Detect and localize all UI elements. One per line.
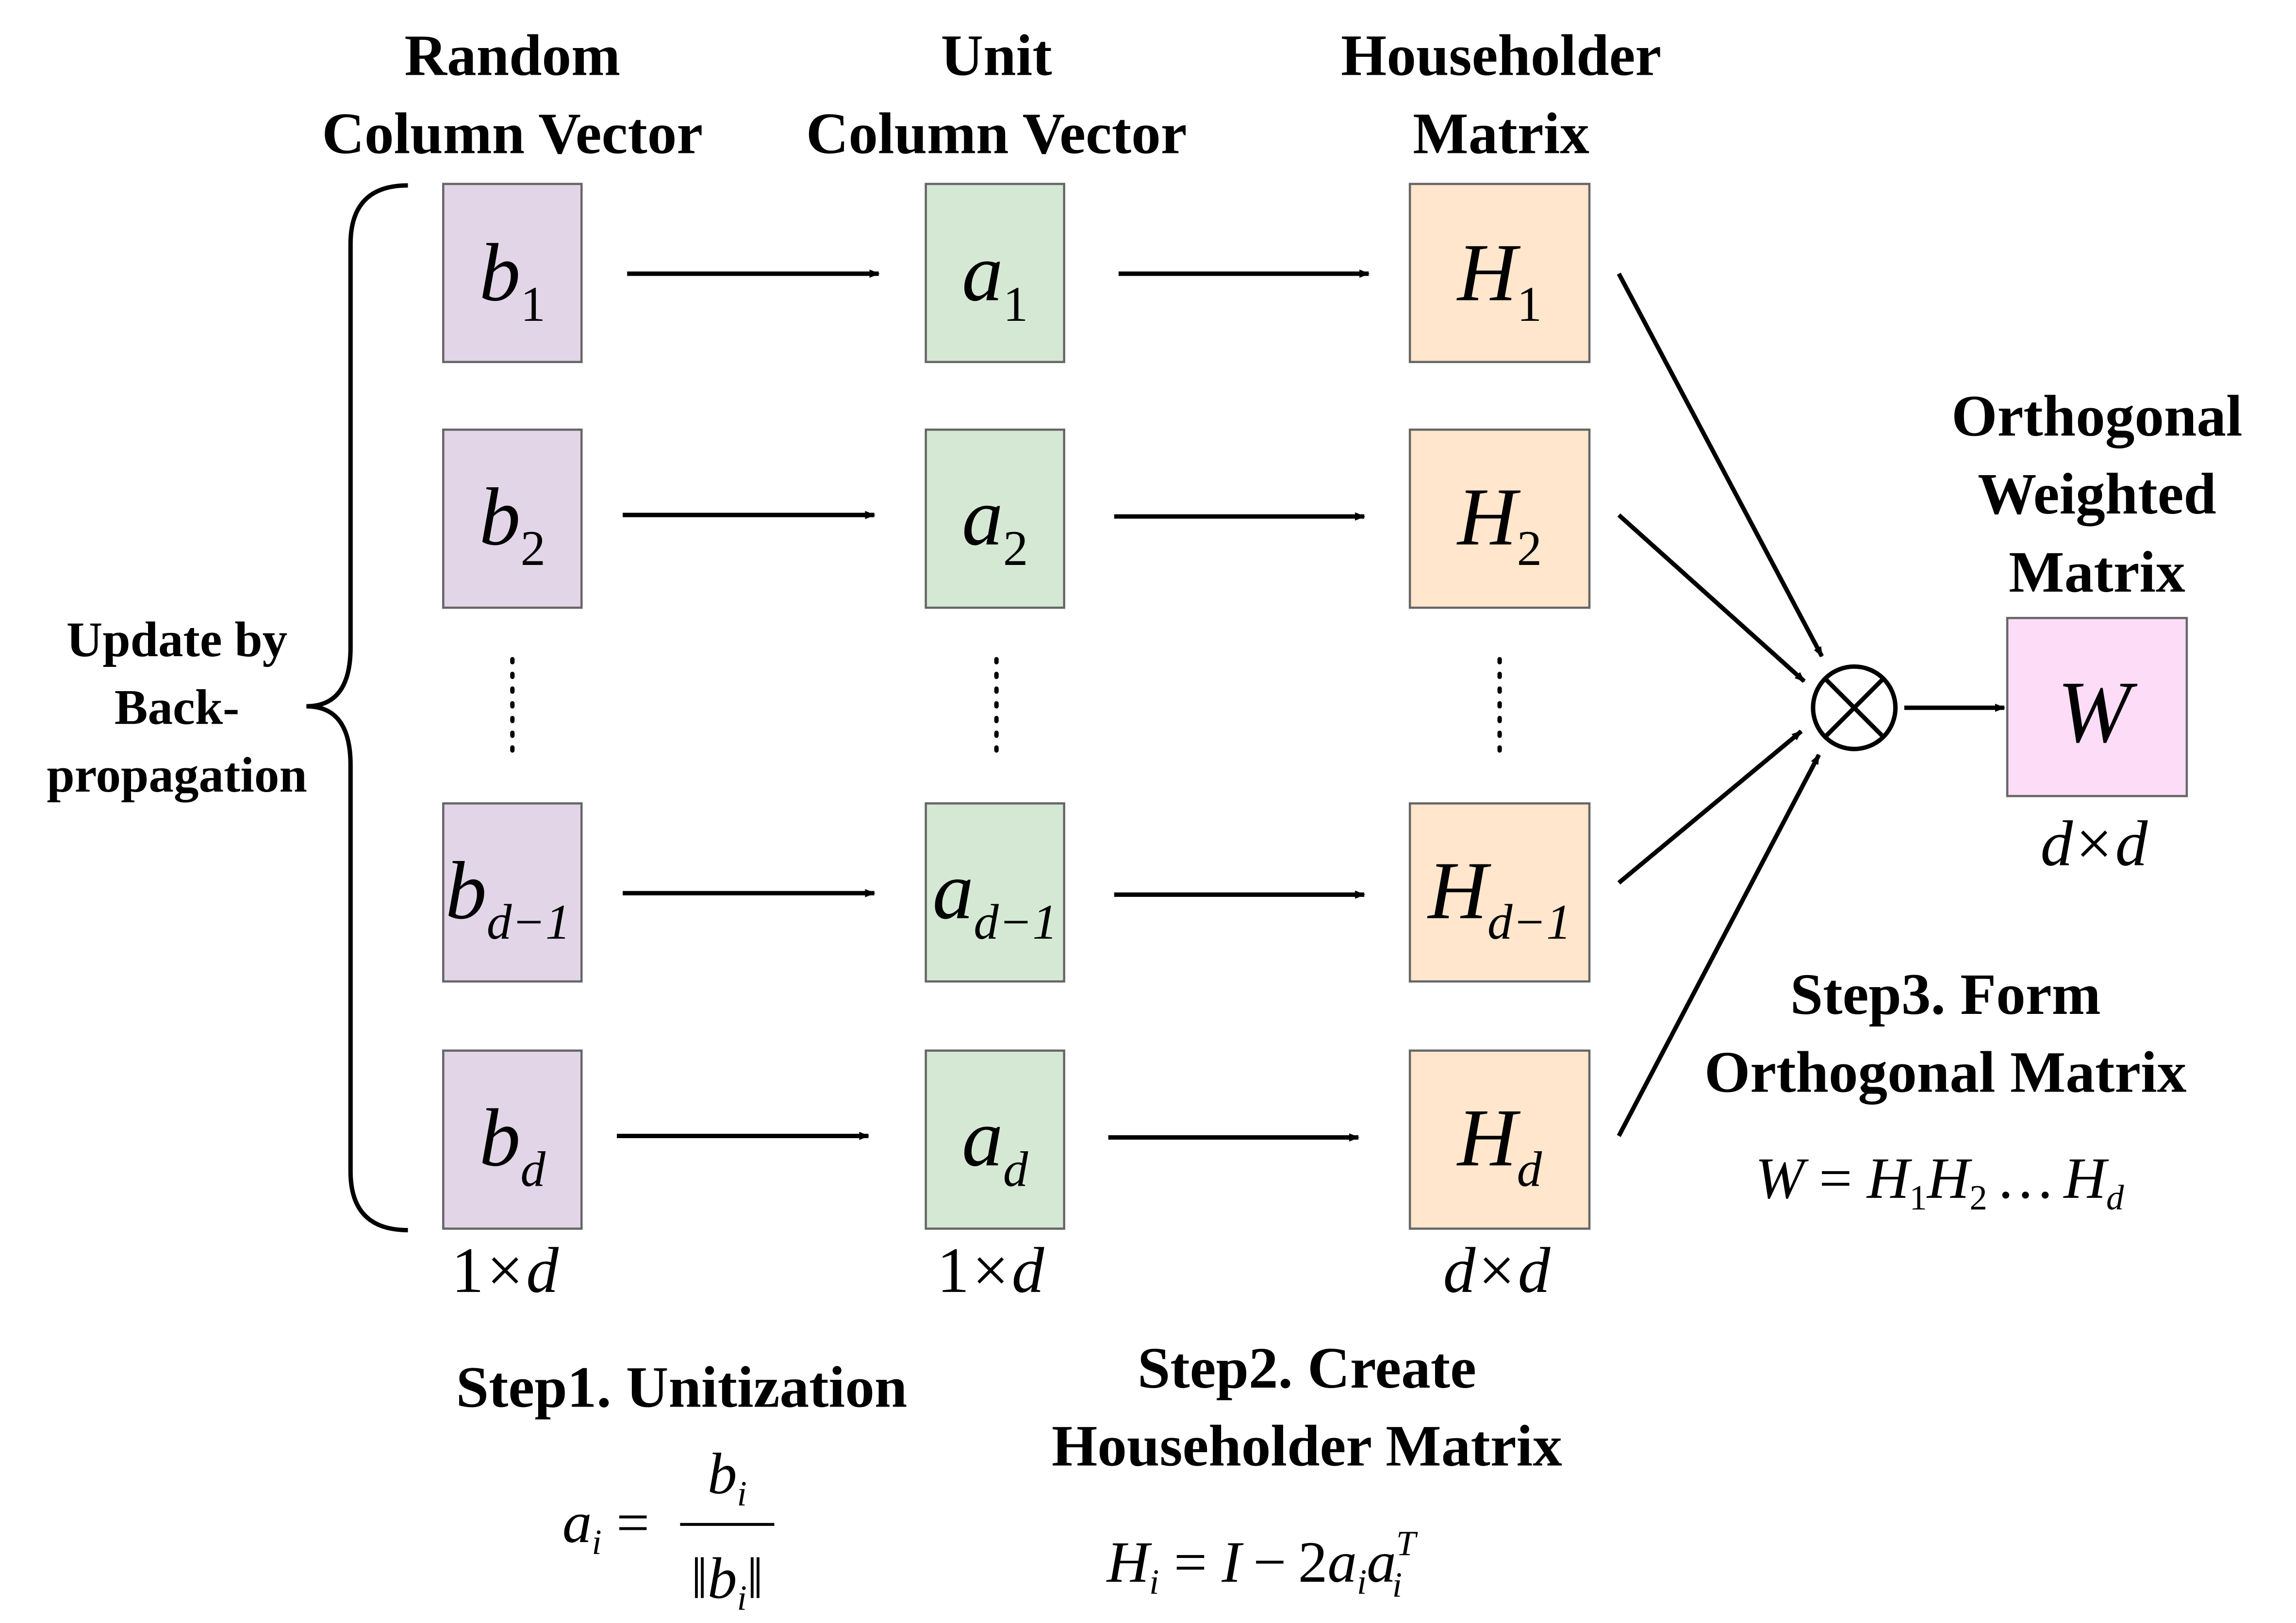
random-vector-symbol: bd <box>479 1092 546 1197</box>
householder-symbol: H1 <box>1456 227 1542 331</box>
header-random: Random Column Vector <box>322 23 703 166</box>
unit-vector-symbol: a2 <box>962 471 1028 576</box>
householder-symbol: Hd <box>1456 1092 1542 1197</box>
header-unit-line2: Column Vector <box>806 101 1187 166</box>
header-unit: Unit Column Vector <box>806 23 1187 166</box>
householder-box <box>1408 182 1591 364</box>
householder-box <box>1408 802 1591 983</box>
step3: Step3. Form Orthogonal Matrix W=H1H2…Hd <box>1704 962 2186 1217</box>
step1-title: Step1. Unitization <box>456 1355 908 1420</box>
orthogonal-symbol: W <box>2057 663 2138 761</box>
random-vector-symbol: b1 <box>479 227 545 331</box>
householder-dim-label: d×d <box>1443 1234 1551 1306</box>
orthogonal-dim-label: d×d <box>2041 808 2148 879</box>
step3-title-line1: Step3. Form <box>1790 962 2101 1027</box>
unit-vector-symbol: ad−1 <box>932 845 1057 950</box>
header-householder: Householder Matrix <box>1341 23 1661 166</box>
arrow-hd-to-product <box>1617 754 1821 1137</box>
brace-label-line2: Back- <box>115 680 240 735</box>
householder-symbol: Hd−1 <box>1427 845 1571 950</box>
random-vector-symbol: bd−1 <box>446 845 571 950</box>
step1-formula-lhs: ai= <box>562 1490 650 1561</box>
orthogonal-box <box>2006 617 2188 797</box>
step3-title-line2: Orthogonal Matrix <box>1704 1040 2186 1105</box>
step3-formula: W=H1H2…Hd <box>1755 1146 2124 1217</box>
header-orthogonal: Orthogonal Weighted Matrix <box>1951 383 2243 604</box>
operator-cross-b <box>1824 678 1884 738</box>
header-random-line1: Random <box>404 23 620 88</box>
unit-vector-box <box>925 428 1065 609</box>
step2: Step2. Create Householder Matrix Hi=I−2a… <box>1052 1336 1562 1605</box>
step1-formula-numerator: bi <box>708 1441 747 1513</box>
unit-vector-box <box>925 1049 1065 1230</box>
step2-title-line1: Step2. Create <box>1138 1336 1476 1401</box>
header-random-line2: Column Vector <box>322 101 703 166</box>
householder-symbol: H2 <box>1456 471 1542 576</box>
header-orthogonal-line3: Matrix <box>2009 540 2185 605</box>
row-d: bd ad Hd <box>442 1049 1591 1230</box>
header-orthogonal-line2: Weighted <box>1978 462 2216 527</box>
random-vector-box <box>442 1049 583 1230</box>
step1: Step1. Unitization ai= bi ‖bi‖ <box>456 1355 908 1617</box>
step1-formula: ai= bi ‖bi‖ <box>562 1441 775 1618</box>
random-vector-box <box>442 428 583 609</box>
product-operator <box>1811 664 1898 751</box>
householder-box <box>1408 1049 1591 1230</box>
header-unit-line1: Unit <box>941 23 1052 88</box>
left-brace <box>306 183 408 1233</box>
random-vector-box <box>442 182 583 364</box>
random-dim-label: 1×d <box>451 1234 559 1306</box>
brace-label-line3: propagation <box>47 747 307 803</box>
random-vector-symbol: b2 <box>479 471 545 576</box>
row-2: b2 a2 H2 <box>442 428 1591 609</box>
step1-formula-denominator: ‖bi‖ <box>691 1546 763 1617</box>
step2-title-line2: Householder Matrix <box>1052 1414 1562 1479</box>
unit-vector-box <box>925 802 1065 983</box>
header-householder-line1: Householder <box>1341 23 1661 88</box>
header-householder-line2: Matrix <box>1413 101 1589 166</box>
unit-vector-symbol: a1 <box>962 227 1028 331</box>
arrow-h2-to-product <box>1617 513 1806 683</box>
brace-label-line1: Update by <box>66 612 287 667</box>
header-orthogonal-line1: Orthogonal <box>1951 383 2243 448</box>
row-d-minus-1: bd−1 ad−1 Hd−1 <box>442 802 1591 983</box>
unit-vector-symbol: ad <box>962 1092 1028 1197</box>
householder-box <box>1408 428 1591 609</box>
brace-label: Update by Back- propagation <box>47 612 307 803</box>
unit-vector-box <box>925 182 1065 364</box>
unit-dim-label: 1×d <box>937 1234 1045 1306</box>
row-1: b1 a1 H1 <box>442 182 1591 364</box>
arrow-hd1-to-product <box>1617 729 1803 885</box>
arrow-h1-to-product <box>1617 272 1824 658</box>
random-vector-box <box>442 802 583 983</box>
